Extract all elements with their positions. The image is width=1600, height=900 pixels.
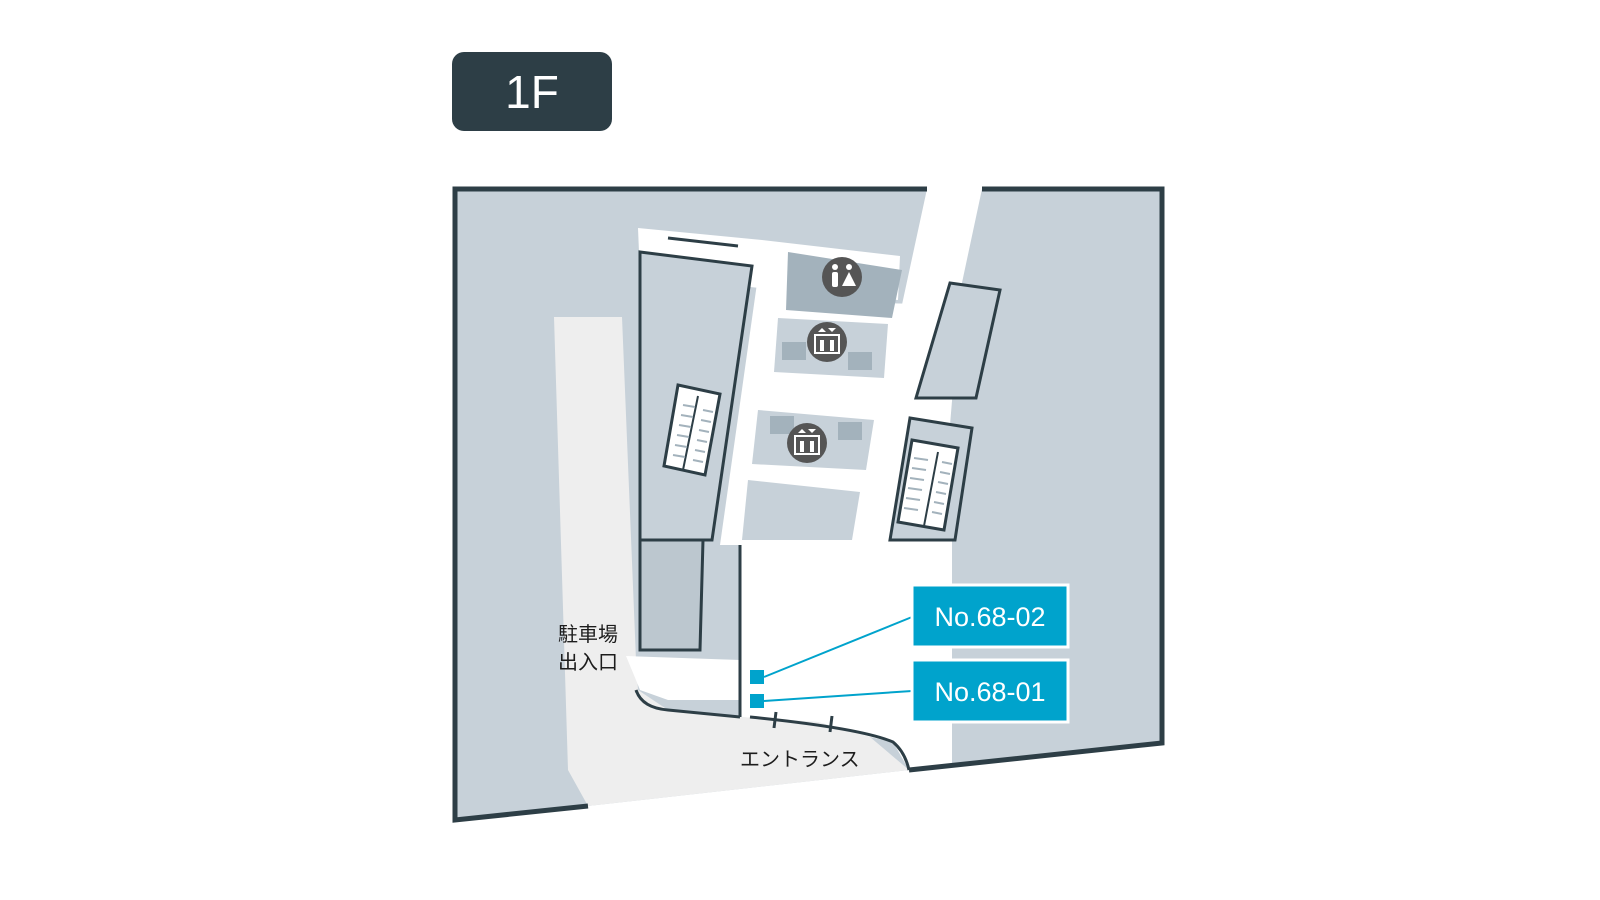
core-blocks	[742, 252, 902, 540]
floor-badge[interactable]: 1F	[452, 52, 612, 131]
location-marker-68-02[interactable]	[750, 670, 764, 684]
elevator-icon[interactable]	[787, 423, 827, 463]
location-marker-68-01[interactable]	[750, 694, 764, 708]
stairs-right	[896, 438, 960, 532]
leader-line-68-01	[763, 690, 913, 702]
callout-label: No.68-01	[934, 677, 1045, 707]
leader-line-68-02	[763, 616, 913, 678]
parking-entrance-label-line1: 駐車場	[558, 622, 618, 646]
left-lower-block	[638, 538, 705, 652]
callout-label: No.68-02	[934, 602, 1045, 632]
entrance-label: エントランス	[740, 747, 860, 771]
parking-entrance-label-line2: 出入口	[558, 650, 618, 674]
right-upper-block	[913, 281, 1002, 400]
driveway	[554, 317, 909, 806]
stairs-left	[662, 383, 722, 477]
callout-68-02[interactable]: No.68-02	[910, 583, 1070, 649]
restroom-icon[interactable]	[822, 257, 862, 297]
callout-68-01[interactable]: No.68-01	[910, 658, 1070, 724]
wall-lines	[634, 236, 911, 771]
elevator-icon[interactable]	[807, 322, 847, 362]
floor-label: 1F	[505, 66, 559, 118]
building-outline	[452, 186, 1165, 823]
